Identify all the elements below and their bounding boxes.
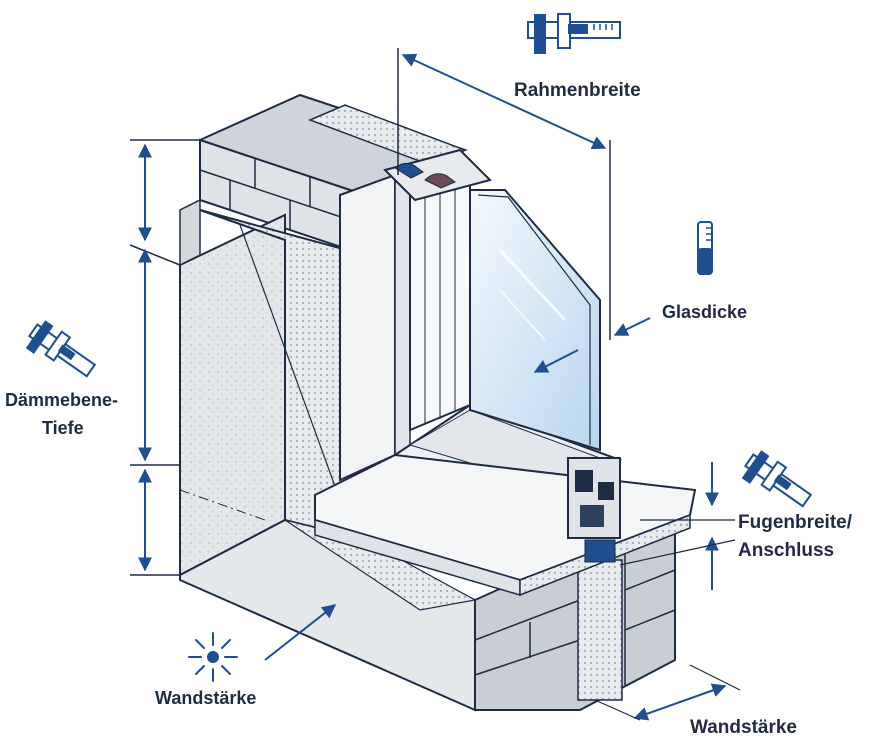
dimension-wandstaerke-bottom [594, 664, 741, 721]
label-glasdicke: Glasdicke [662, 302, 747, 322]
caliper-icon [741, 450, 813, 508]
glass-pane [469, 189, 601, 452]
dimension-fugenbreite [619, 462, 736, 590]
ruler-icon [697, 221, 713, 275]
label-fugenbreite-line2: Anschluss [738, 540, 834, 561]
masonry-bottom [474, 523, 676, 711]
dimension-daemmebene [129, 139, 266, 576]
pointer-glasdicke [613, 317, 651, 336]
label-daemmebene-line2: Tiefe [42, 418, 84, 438]
wall-exterior-face [179, 198, 286, 577]
pointer-glass [533, 349, 579, 373]
label-wandstaerke-bottom: Wandstärke [690, 717, 797, 738]
caliper-icon [25, 320, 97, 378]
label-daemmebene-line1: Dämmebene- [5, 390, 118, 410]
dimension-rahmenbreite [397, 48, 611, 340]
label-fugenbreite-line1: Fugenbreite/ [738, 512, 853, 533]
label-rahmenbreite: Rahmenbreite [514, 80, 641, 101]
sun-icon [188, 632, 238, 682]
pointer-wandstaerke-left [264, 604, 337, 661]
label-wandstaerke-left: Wandstärke [155, 688, 256, 708]
caliper-icon [527, 13, 621, 54]
window-sill [314, 453, 697, 597]
